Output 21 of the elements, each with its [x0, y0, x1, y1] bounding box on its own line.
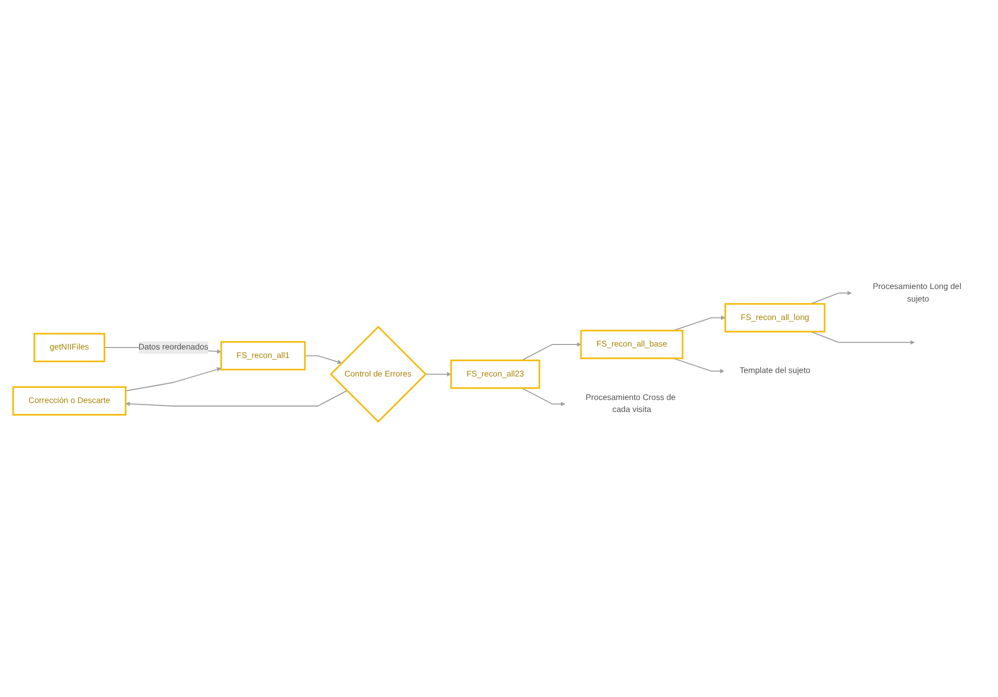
node-box: FS_recon_all23 [450, 360, 540, 389]
node-box: getNIIFiles [34, 332, 106, 362]
node-diamond: Control de Errores [330, 326, 427, 423]
node-text: Procesamiento Cross de cada visita [586, 393, 676, 414]
arrow [522, 388, 566, 406]
arrow [304, 355, 342, 364]
arrow [672, 315, 726, 332]
arrow [810, 290, 852, 304]
node-text: Template del sujeto [740, 366, 810, 376]
node-box: FS_recon_all1 [220, 341, 306, 370]
node-box: FS_recon_all_long [724, 303, 826, 332]
arrow [810, 331, 915, 345]
arrow [125, 390, 348, 406]
edge-label: Datos reordenados [138, 342, 208, 352]
node-box: FS_recon_all_base [580, 330, 684, 360]
arrow [672, 358, 724, 374]
node-text: Procesamiento Long del sujeto [872, 282, 962, 304]
arrow [425, 372, 452, 376]
arrow [522, 342, 582, 361]
node-box: Corrección o Descarte [12, 386, 126, 416]
arrow [126, 367, 222, 392]
